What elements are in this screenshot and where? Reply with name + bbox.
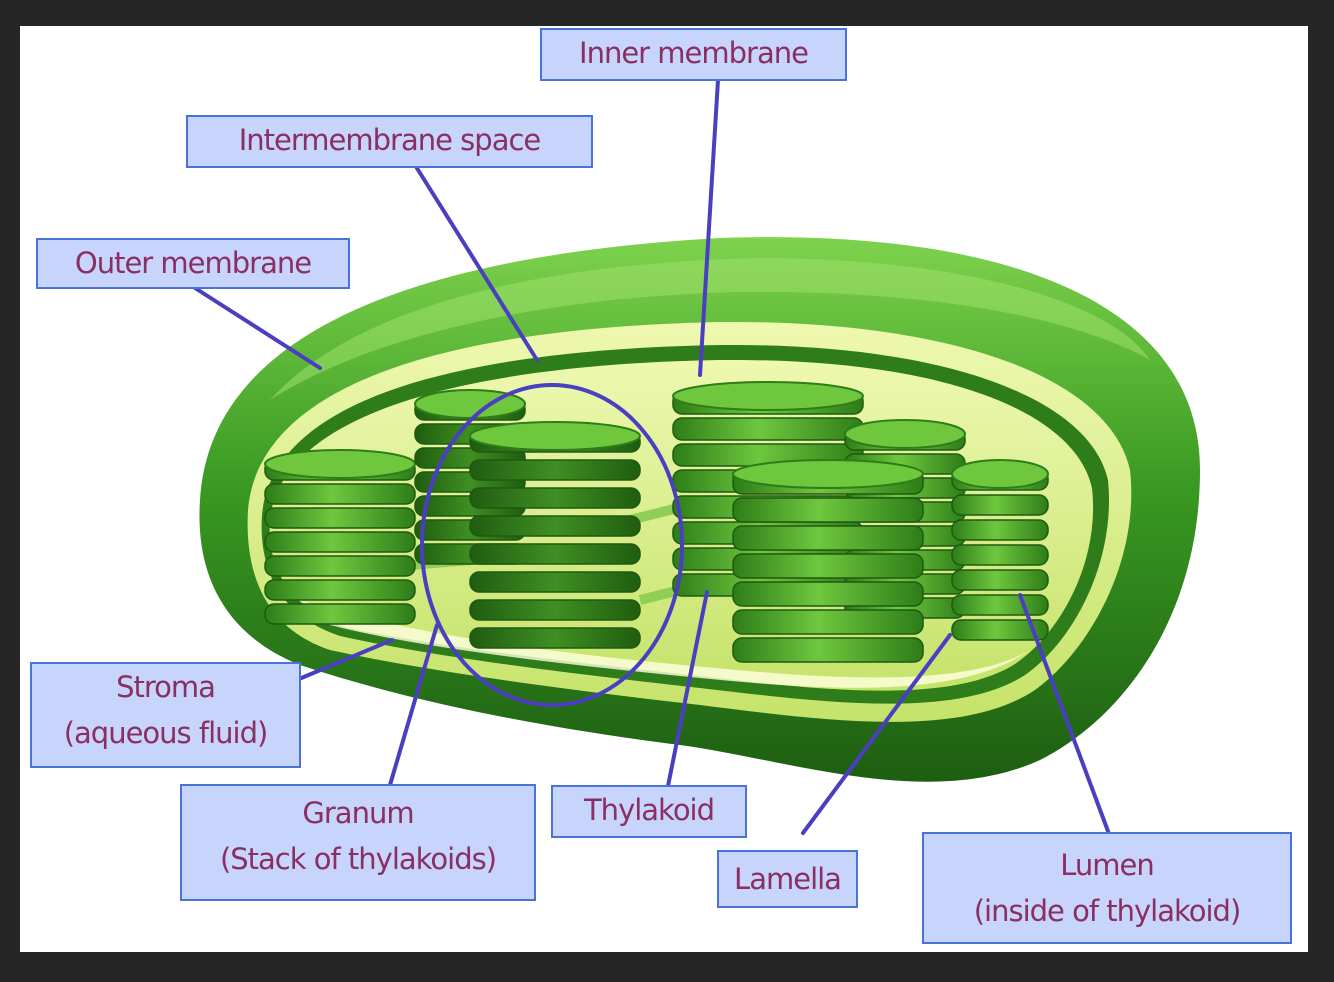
thylakoid-disc: [470, 488, 640, 508]
label-thylakoid-text: Thylakoid: [553, 787, 745, 833]
granum-stack-right: [952, 460, 1048, 640]
label-inner-membrane-text: Inner membrane: [542, 30, 845, 76]
thylakoid-disc: [470, 600, 640, 620]
thylakoid-disc: [952, 570, 1048, 590]
thylakoid-disc: [673, 418, 863, 440]
label-lumen-line2: (inside of thylakoid): [924, 888, 1290, 934]
thylakoid-disc: [470, 572, 640, 592]
label-outer-membrane: Outer membrane: [36, 238, 350, 289]
thylakoid-top-disc: [470, 422, 640, 450]
thylakoid-disc: [265, 508, 415, 528]
thylakoid-disc: [265, 484, 415, 504]
thylakoid-disc: [265, 532, 415, 552]
thylakoid-disc: [470, 460, 640, 480]
thylakoid-disc: [470, 516, 640, 536]
label-stroma-line2: (aqueous fluid): [32, 710, 299, 756]
thylakoid-top-disc: [733, 460, 923, 488]
label-granum: Granum (Stack of thylakoids): [180, 784, 536, 901]
label-inner-membrane: Inner membrane: [540, 28, 847, 81]
label-granum-line1: Granum: [182, 790, 534, 836]
thylakoid-disc: [733, 610, 923, 634]
thylakoid-disc: [952, 545, 1048, 565]
label-lamella-text: Lamella: [719, 852, 856, 906]
label-stroma-line1: Stroma: [32, 664, 299, 710]
label-thylakoid: Thylakoid: [551, 785, 747, 838]
label-intermembrane-space: Intermembrane space: [186, 115, 593, 168]
thylakoid-disc: [265, 556, 415, 576]
label-outer-membrane-text: Outer membrane: [38, 240, 348, 286]
label-granum-line2: (Stack of thylakoids): [182, 836, 534, 882]
thylakoid-disc: [952, 495, 1048, 515]
label-lumen-line1: Lumen: [924, 842, 1290, 888]
thylakoid-top-disc: [845, 420, 965, 448]
thylakoid-disc: [733, 526, 923, 550]
granum-stack-left: [265, 450, 415, 624]
thylakoid-disc: [952, 595, 1048, 615]
thylakoid-disc: [470, 544, 640, 564]
granum-stack-center-front: [733, 460, 923, 662]
thylakoid-disc: [733, 582, 923, 606]
thylakoid-disc: [265, 580, 415, 600]
thylakoid-disc: [952, 520, 1048, 540]
label-lumen: Lumen (inside of thylakoid): [922, 832, 1292, 944]
thylakoid-disc: [265, 604, 415, 624]
label-lamella: Lamella: [717, 850, 858, 908]
label-stroma: Stroma (aqueous fluid): [30, 662, 301, 768]
thylakoid-disc: [733, 554, 923, 578]
label-intermembrane-space-text: Intermembrane space: [188, 117, 591, 163]
thylakoid-top-disc: [673, 382, 863, 410]
thylakoid-disc: [470, 628, 640, 648]
thylakoid-top-disc: [952, 460, 1048, 488]
thylakoid-top-disc: [265, 450, 415, 478]
thylakoid-disc: [733, 638, 923, 662]
thylakoid-disc: [733, 498, 923, 522]
